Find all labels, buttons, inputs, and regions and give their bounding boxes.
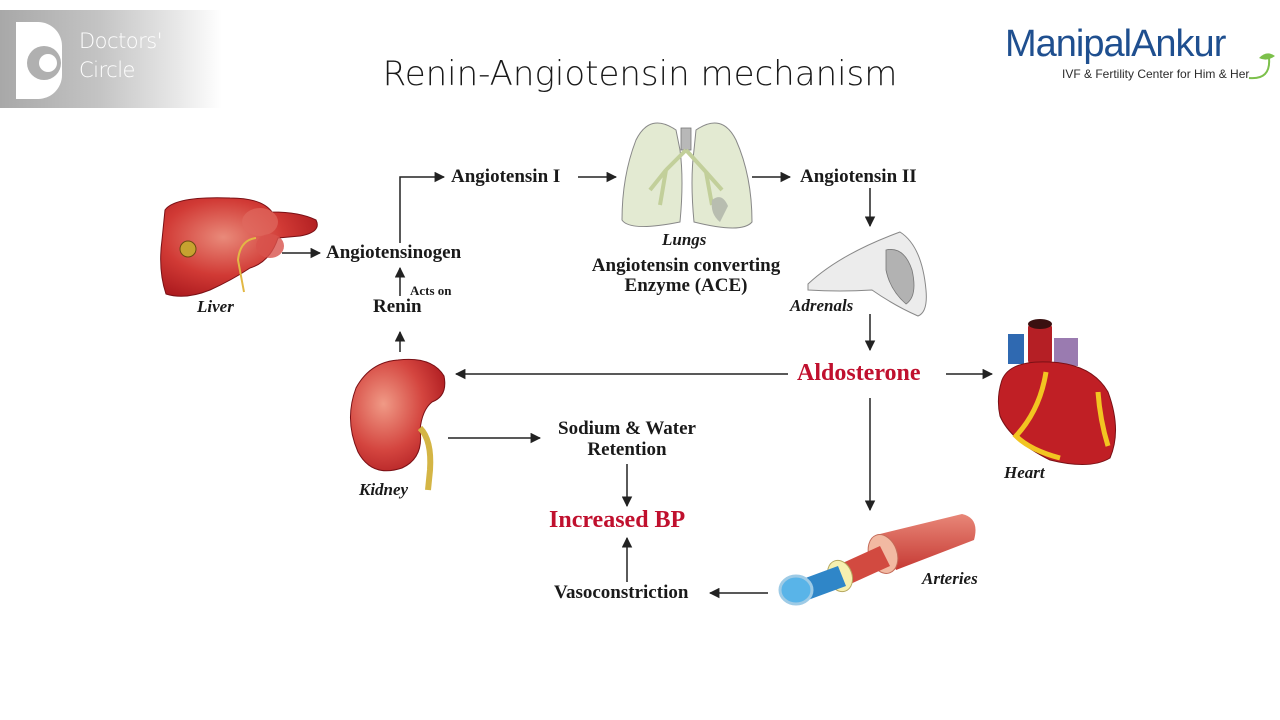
heart-illustration [997,319,1117,465]
page-title: Renin-Angiotensin mechanism [382,54,898,94]
liver-illustration [160,197,318,297]
node-angiotensin-2: Angiotensin II [800,166,917,187]
logo-line-1: Doctors' [79,29,163,53]
arrow-angiotensinogen-to-angiotensin-1 [399,171,446,243]
adrenals-illustration [807,231,927,317]
arrows [282,171,994,599]
arteries-illustration [778,514,976,606]
acts-on-label: Acts on [410,283,452,298]
organ-label-arteries: Arteries [922,569,978,588]
organ-label-heart: Heart [1004,463,1045,482]
node-sodium-water-retention: Sodium & Water Retention [540,418,714,460]
organ-label-lungs: Lungs [662,230,707,249]
ace-line-2: Enzyme (ACE) [624,275,748,296]
lungs-illustration [621,122,753,229]
sodium-line-2: Retention [587,439,667,460]
doctors-circle-logo-text: Doctors' Circle [79,27,163,85]
node-angiotensinogen: Angiotensinogen [326,242,462,263]
organ-label-liver: Liver [197,297,234,316]
organ-label-adrenals: Adrenals [790,296,854,315]
node-ace: Angiotensin converting Enzyme (ACE) [578,256,794,296]
ace-line-1: Angiotensin converting [591,255,781,276]
doctors-circle-logo: Doctors' Circle [0,10,222,108]
manipal-ankur-logo: ManipalAnkur IVF & Fertility Center for … [1005,24,1280,89]
leaf-icon [1248,53,1275,80]
doctors-circle-logo-icon [16,22,62,99]
node-renin: Renin [373,296,422,317]
kidney-illustration [349,358,446,491]
node-aldosterone: Aldosterone [797,360,921,386]
node-angiotensin-1: Angiotensin I [451,166,561,187]
manipal-ankur-name: ManipalAnkur [1005,23,1226,65]
sodium-line-1: Sodium & Water [558,418,696,439]
manipal-ankur-tagline: IVF & Fertility Center for Him & Her [1062,67,1250,81]
organ-label-kidney: Kidney [359,480,409,499]
node-vasoconstriction: Vasoconstriction [554,582,689,603]
node-increased-bp: Increased BP [549,507,686,533]
logo-line-2: Circle [79,58,135,82]
